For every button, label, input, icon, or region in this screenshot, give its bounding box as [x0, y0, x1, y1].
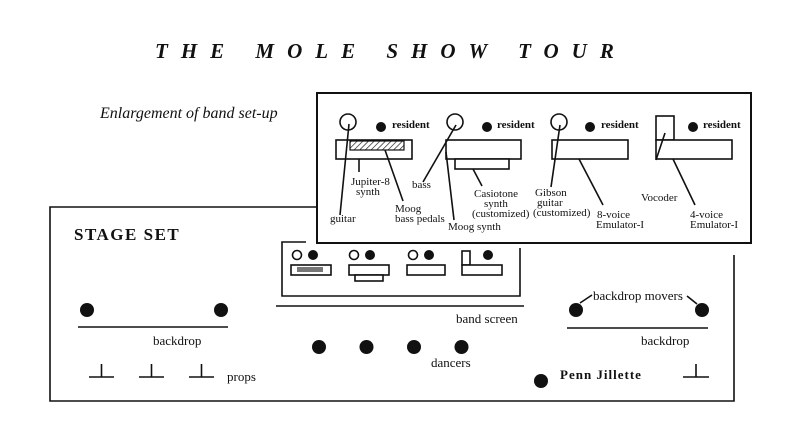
mini-resident-icon — [483, 250, 493, 260]
keyboard-stand — [551, 139, 629, 160]
bassist-icon — [446, 113, 464, 131]
dancers-label: dancers — [431, 355, 471, 370]
casiotone-label-1: Casiotone — [474, 188, 518, 200]
mini-keyboard-icon — [348, 264, 390, 276]
moog-synth-label: Moog synth — [448, 221, 501, 233]
pedals-leader — [384, 149, 404, 202]
mini-guitarist-icon — [407, 249, 419, 261]
mover-leader-line — [579, 294, 593, 304]
bass-label: bass — [412, 179, 431, 191]
gibson-label-1: Gibson — [535, 187, 567, 199]
vocoder-leader — [655, 132, 666, 161]
vocoder-label: Vocoder — [641, 192, 678, 204]
resident-icon — [585, 122, 595, 132]
gibson-leader — [550, 124, 561, 188]
backdrop-mover-dot — [214, 303, 228, 317]
resident-label: resident — [601, 119, 639, 131]
resident-icon — [376, 122, 386, 132]
emulator-8-label-1: 8-voice — [597, 209, 630, 221]
props-group — [89, 364, 709, 378]
mini-resident-icon — [424, 250, 434, 260]
backdrop-movers-label: backdrop movers — [593, 288, 683, 303]
diagram-title: THE MOLE SHOW TOUR — [155, 39, 627, 63]
enlargement-panel: resident guitar Jupiter-8 synth Moog bas… — [316, 92, 752, 244]
dancer-dot — [454, 340, 469, 354]
keyboard-stand — [445, 139, 522, 160]
band-platform — [281, 241, 521, 297]
resident-icon — [688, 122, 698, 132]
bass-leader — [422, 124, 457, 183]
resident-icon — [482, 122, 492, 132]
station-4: resident Vocoder 4-voice Emulator-I — [641, 115, 741, 231]
dancer-dot — [407, 340, 421, 354]
dancer-dot — [312, 340, 326, 354]
mini-vocoder-icon — [461, 250, 471, 266]
prop-icon — [683, 364, 709, 378]
station-3: resident Gibson guitar (customized) 8-vo… — [533, 113, 644, 231]
mini-jupiter-synth-icon — [297, 267, 323, 272]
vocoder-icon — [655, 115, 675, 141]
casiotone-synth-icon — [454, 158, 510, 170]
casiotone-leader — [472, 168, 483, 187]
mini-resident-icon — [308, 250, 318, 260]
mini-emulator-icon — [406, 264, 446, 276]
emulator-4-leader — [672, 158, 696, 206]
stage-set-title: STAGE SET — [74, 225, 180, 244]
resident-label: resident — [392, 119, 430, 131]
jupiter-label-1: Jupiter-8 — [351, 176, 390, 188]
backdrop-left-label: backdrop — [153, 333, 201, 348]
prop-icon — [139, 364, 164, 378]
enlargement-caption: Enlargement of band set-up — [99, 105, 278, 122]
moog-pedals-label-1: Moog — [395, 203, 422, 215]
casiotone-label-3: (customized) — [472, 208, 530, 220]
backdrop-right-label: backdrop — [641, 333, 689, 348]
moog-synth-leader — [445, 151, 455, 221]
backdrop-mover-dot — [80, 303, 94, 317]
mini-emulator-icon — [461, 264, 503, 276]
emulator-8-label-2: Emulator-I — [596, 219, 644, 231]
mini-bassist-icon — [348, 249, 360, 261]
guitar-leader — [339, 123, 350, 216]
casiotone-label-2: synth — [484, 198, 508, 210]
penn-jillette-label: Penn Jillette — [560, 367, 642, 382]
mover-leader-line — [686, 295, 698, 305]
emulator-4-label-1: 4-voice — [690, 209, 723, 221]
gibson-label-3: (customized) — [533, 207, 591, 219]
moog-pedals-label-2: bass pedals — [395, 213, 445, 225]
mini-guitarist-icon — [291, 249, 303, 261]
keyboard-stand — [655, 139, 733, 160]
emulator-4-label-2: Emulator-I — [690, 219, 738, 231]
penn-jillette-dot — [534, 374, 548, 388]
jupiter-8-synth-icon — [349, 140, 405, 151]
station-2: resident bass Moog synth Casiotone synth… — [412, 113, 535, 233]
stage-border — [49, 206, 735, 402]
jupiter-label-2: synth — [356, 186, 380, 198]
gibson-label-2: guitar — [537, 197, 563, 209]
dancers-group — [312, 340, 469, 354]
enlargement-border — [316, 92, 752, 244]
dancer-dot — [359, 340, 374, 354]
mini-casiotone-icon — [354, 274, 384, 282]
stage-frame — [49, 206, 735, 402]
backdrop-mover-dot — [569, 303, 583, 317]
band-platform-border — [281, 241, 521, 297]
resident-label: resident — [497, 119, 535, 131]
prop-icon — [89, 364, 114, 378]
station-1: resident guitar Jupiter-8 synth Moog bas… — [330, 113, 445, 225]
props-label: props — [227, 369, 256, 384]
guitar-label: guitar — [330, 213, 356, 225]
emulator-8-leader — [578, 158, 604, 206]
resident-label: resident — [703, 119, 741, 131]
backdrop-mover-dot — [695, 303, 709, 317]
band-screen-label: band screen — [456, 311, 518, 326]
prop-icon — [189, 364, 214, 378]
mini-resident-icon — [365, 250, 375, 260]
